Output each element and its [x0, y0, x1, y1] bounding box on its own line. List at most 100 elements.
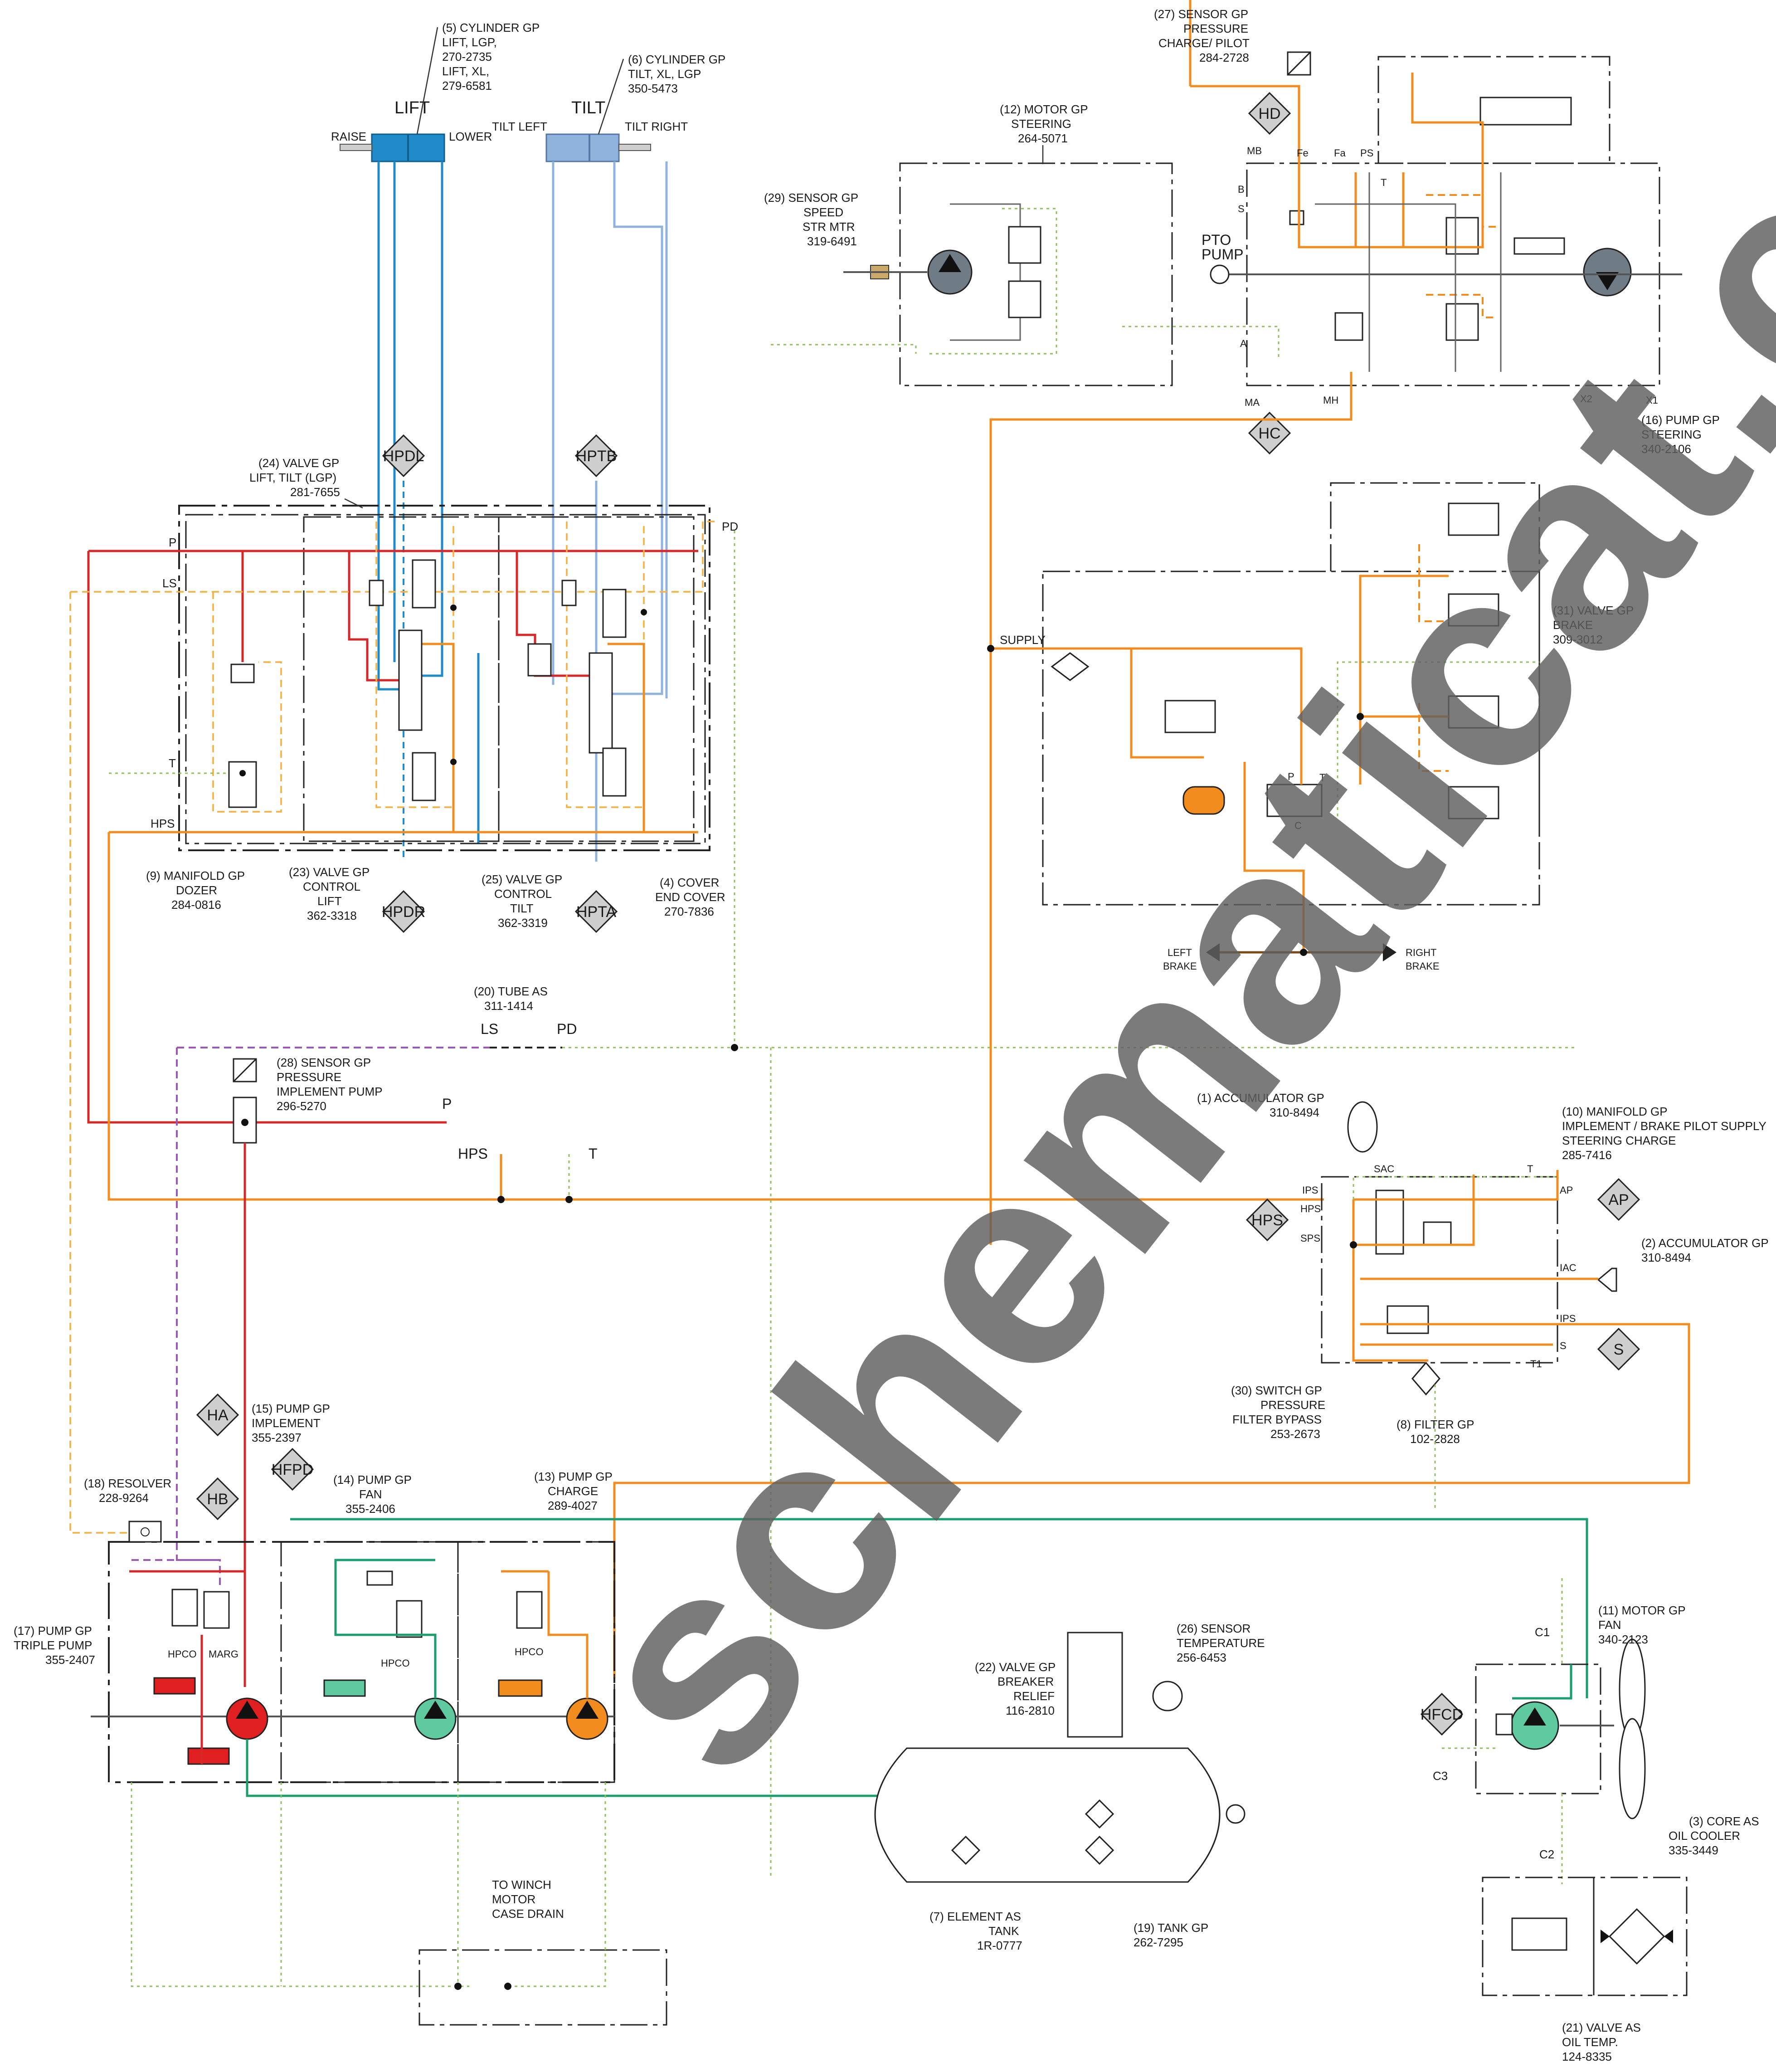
diamond-ap: AP	[1597, 1178, 1640, 1221]
diamond-hpdr: HPDR	[382, 890, 425, 933]
svg-text:CASE DRAIN: CASE DRAIN	[492, 1907, 564, 1921]
port-supply: SUPPLY	[1000, 633, 1046, 647]
implement-pump	[153, 1589, 268, 1765]
fan-pump	[323, 1570, 457, 1740]
svg-text:264-5071: 264-5071	[1018, 132, 1068, 145]
svg-text:270-2735: 270-2735	[442, 50, 492, 63]
tilt-right-label: TILT RIGHT	[625, 120, 688, 133]
valve-25-frame	[498, 516, 695, 842]
svg-text:(23) VALVE GP: (23) VALVE GP	[289, 865, 370, 879]
svg-text:270-7836: 270-7836	[664, 905, 714, 918]
svg-text:AP: AP	[1560, 1185, 1573, 1196]
brake-valve	[1051, 502, 1499, 819]
svg-text:(26) SENSOR: (26) SENSOR	[1177, 1622, 1250, 1635]
svg-text:C3: C3	[1433, 1769, 1448, 1783]
svg-text:HPS: HPS	[1251, 1212, 1283, 1229]
motor11-callout: (11) MOTOR GP FAN 340-2123	[1598, 1604, 1686, 1646]
svg-text:(20) TUBE AS: (20) TUBE AS	[474, 985, 548, 998]
svg-text:IPS: IPS	[1560, 1313, 1576, 1324]
svg-text:HPTB: HPTB	[576, 448, 617, 465]
svg-text:309-3012: 309-3012	[1553, 633, 1603, 646]
svg-text:C2: C2	[1539, 1848, 1554, 1861]
svg-text:STEERING: STEERING	[1011, 117, 1071, 131]
svg-text:HPTA: HPTA	[576, 903, 616, 921]
svg-text:116-2810: 116-2810	[1006, 1704, 1055, 1717]
svg-text:SPS: SPS	[1300, 1233, 1320, 1244]
tilt-cylinder: TILT TILT LEFT TILT RIGHT	[492, 98, 688, 162]
svg-text:S: S	[1614, 1341, 1624, 1358]
svg-text:(1) ACCUMULATOR GP: (1) ACCUMULATOR GP	[1197, 1091, 1324, 1105]
svg-text:IMPLEMENT PUMP: IMPLEMENT PUMP	[277, 1085, 383, 1098]
valve25-callout: (25) VALVE GP CONTROL TILT 362-3319	[482, 873, 562, 930]
pump-hpco-labels: HPCO MARG HPCO HPCO	[168, 1646, 544, 1669]
svg-text:(2) ACCUMULATOR GP: (2) ACCUMULATOR GP	[1641, 1236, 1769, 1250]
svg-text:256-6453: 256-6453	[1177, 1651, 1226, 1664]
svg-text:362-3319: 362-3319	[498, 916, 548, 930]
oil-cooler	[1511, 1908, 1673, 1965]
svg-text:319-6491: 319-6491	[807, 234, 857, 248]
brake-frame	[1042, 570, 1540, 906]
svg-text:1R-0777: 1R-0777	[977, 1939, 1022, 1952]
svg-text:T: T	[1319, 772, 1325, 783]
svg-text:TILT: TILT	[510, 902, 534, 915]
svg-text:(17) PUMP GP: (17) PUMP GP	[14, 1624, 92, 1638]
svg-text:END COVER: END COVER	[655, 890, 725, 904]
svg-text:C1: C1	[1535, 1625, 1550, 1639]
valve22-callout: (22) VALVE GP BREAKER RELIEF 116-2810	[975, 1660, 1056, 1717]
svg-text:STEERING: STEERING	[1641, 428, 1702, 441]
sensor29-callout: (29) SENSOR GP SPEED STR MTR 319-6491	[764, 191, 858, 248]
triple-pump-frame	[108, 1541, 615, 1783]
resolver18	[128, 1521, 162, 1543]
valve31-callout: (31) VALVE GP BRAKE 309-3012	[1553, 604, 1634, 646]
svg-text:IAC: IAC	[1560, 1262, 1577, 1273]
svg-text:253-2673: 253-2673	[1270, 1427, 1320, 1441]
hps-main-line	[107, 832, 1324, 1201]
charge-pump-frame	[457, 1541, 615, 1783]
svg-text:(15) PUMP GP: (15) PUMP GP	[252, 1402, 330, 1415]
core3-callout: (3) CORE AS OIL COOLER 335-3449	[1669, 1814, 1759, 1857]
diamond-hc: HC	[1248, 411, 1291, 455]
diamond-hd: HD	[1248, 92, 1291, 135]
fan-motor-frame	[1475, 1663, 1601, 1794]
svg-text:HFCD: HFCD	[1421, 1706, 1463, 1723]
svg-text:BREAKER: BREAKER	[997, 1675, 1054, 1688]
brake-right-label: RIGHT BRAKE	[1406, 947, 1440, 972]
steering-motor	[843, 203, 1057, 355]
svg-text:FAN: FAN	[1598, 1618, 1621, 1632]
svg-text:281-7655: 281-7655	[290, 485, 340, 499]
svg-text:228-9264: 228-9264	[99, 1491, 149, 1505]
svg-text:B: B	[1238, 184, 1245, 195]
port-t2: T	[589, 1146, 598, 1162]
tube-ls: LS	[481, 1021, 498, 1037]
pump16-callout: (16) PUMP GP STEERING 340-2106	[1641, 413, 1720, 456]
svg-text:IMPLEMENT: IMPLEMENT	[252, 1416, 321, 1430]
svg-text:PS: PS	[1360, 147, 1373, 159]
manifold10-ports: SAC T IPS HPS SPS AP IAC IPS S T1	[1300, 1163, 1577, 1370]
port-hps2: HPS	[458, 1146, 488, 1162]
svg-text:(5) CYLINDER GP: (5) CYLINDER GP	[442, 21, 540, 34]
fan-motor	[1495, 1638, 1646, 1819]
svg-text:(12) MOTOR GP: (12) MOTOR GP	[1000, 102, 1088, 116]
cover4-callout: (4) COVER END COVER 270-7836	[655, 876, 725, 918]
svg-text:SAC: SAC	[1374, 1163, 1394, 1175]
port-hps: HPS	[151, 817, 175, 830]
lift-lower-label: LOWER	[449, 130, 492, 143]
winch-drain-frame	[418, 1949, 667, 2026]
svg-text:HFPD: HFPD	[272, 1461, 314, 1478]
diamond-hpta: HPTA	[574, 890, 618, 933]
steering-pump-ports: MB Fe Fa PS B S T A MA MH X2 X1 PTO PUMP	[1202, 145, 1658, 408]
svg-text:(4) COVER: (4) COVER	[660, 876, 719, 889]
sensor28	[233, 1058, 257, 1144]
svg-text:DOZER: DOZER	[176, 883, 217, 897]
svg-text:P: P	[1288, 771, 1294, 782]
svg-text:310-8494: 310-8494	[1270, 1106, 1319, 1119]
svg-text:PRESSURE: PRESSURE	[1260, 1398, 1325, 1412]
svg-text:(21) VALVE AS: (21) VALVE AS	[1562, 2021, 1641, 2034]
pump13-callout: (13) PUMP GP CHARGE 289-4027	[534, 1470, 613, 1512]
svg-text:(22) VALVE GP: (22) VALVE GP	[975, 1660, 1056, 1674]
pump15-callout: (15) PUMP GP IMPLEMENT 355-2397	[252, 1402, 330, 1444]
svg-text:LIFT, TILT (LGP): LIFT, TILT (LGP)	[249, 471, 336, 484]
manifold-frame	[185, 514, 706, 844]
svg-text:(27) SENSOR GP: (27) SENSOR GP	[1154, 7, 1248, 21]
svg-text:296-5270: 296-5270	[277, 1099, 326, 1113]
